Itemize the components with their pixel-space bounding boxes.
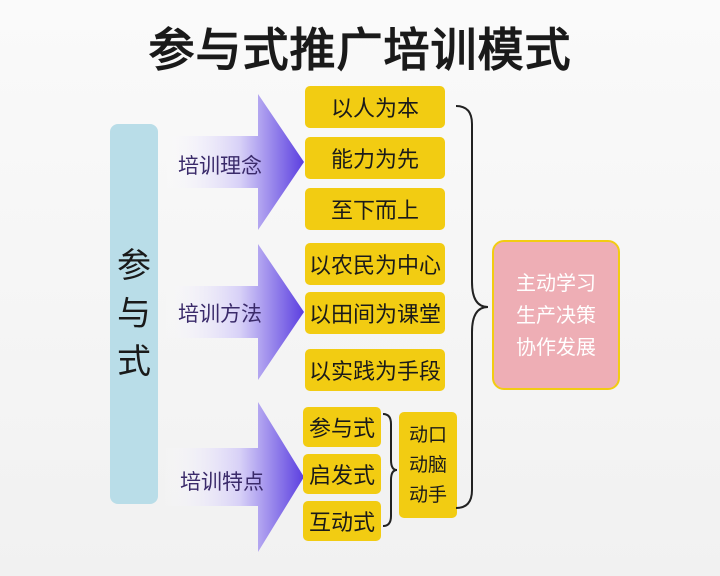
section-arrow-icon bbox=[162, 244, 304, 380]
page-title: 参与式推广培训模式 bbox=[148, 23, 572, 77]
method-item: 以农民为中心 bbox=[305, 243, 445, 285]
method-item: 以实践为手段 bbox=[305, 349, 445, 391]
participatory-label-bar: 参 与 式 bbox=[110, 124, 158, 504]
concept-item: 能力为先 bbox=[305, 137, 445, 179]
result-line: 协作发展 bbox=[516, 335, 596, 359]
section-label-feature: 培训特点 bbox=[180, 470, 264, 494]
result-line: 主动学习 bbox=[516, 271, 596, 295]
section-arrow-icon bbox=[162, 402, 304, 552]
result-box: 主动学习 生产决策 协作发展 bbox=[492, 240, 620, 390]
action-item: 动手 bbox=[408, 484, 447, 506]
left-label-char: 参 bbox=[117, 246, 151, 286]
left-label-char: 与 bbox=[117, 294, 151, 334]
feature-item: 参与式 bbox=[303, 407, 381, 447]
large-brace-icon bbox=[455, 105, 489, 509]
action-column: 动口 动脑 动手 bbox=[399, 412, 457, 518]
feature-item: 启发式 bbox=[303, 454, 381, 494]
concept-item: 以人为本 bbox=[305, 86, 445, 128]
small-brace-icon bbox=[382, 413, 398, 527]
result-line: 生产决策 bbox=[516, 303, 596, 327]
feature-item: 互动式 bbox=[303, 501, 381, 541]
section-label-concept: 培训理念 bbox=[178, 154, 262, 178]
section-label-method: 培训方法 bbox=[178, 302, 262, 326]
action-item: 动口 bbox=[408, 424, 447, 446]
action-item: 动脑 bbox=[408, 454, 447, 476]
concept-item: 至下而上 bbox=[305, 188, 445, 230]
section-arrow-icon bbox=[162, 94, 304, 230]
left-label-char: 式 bbox=[117, 342, 151, 382]
method-item: 以田间为课堂 bbox=[305, 292, 445, 334]
